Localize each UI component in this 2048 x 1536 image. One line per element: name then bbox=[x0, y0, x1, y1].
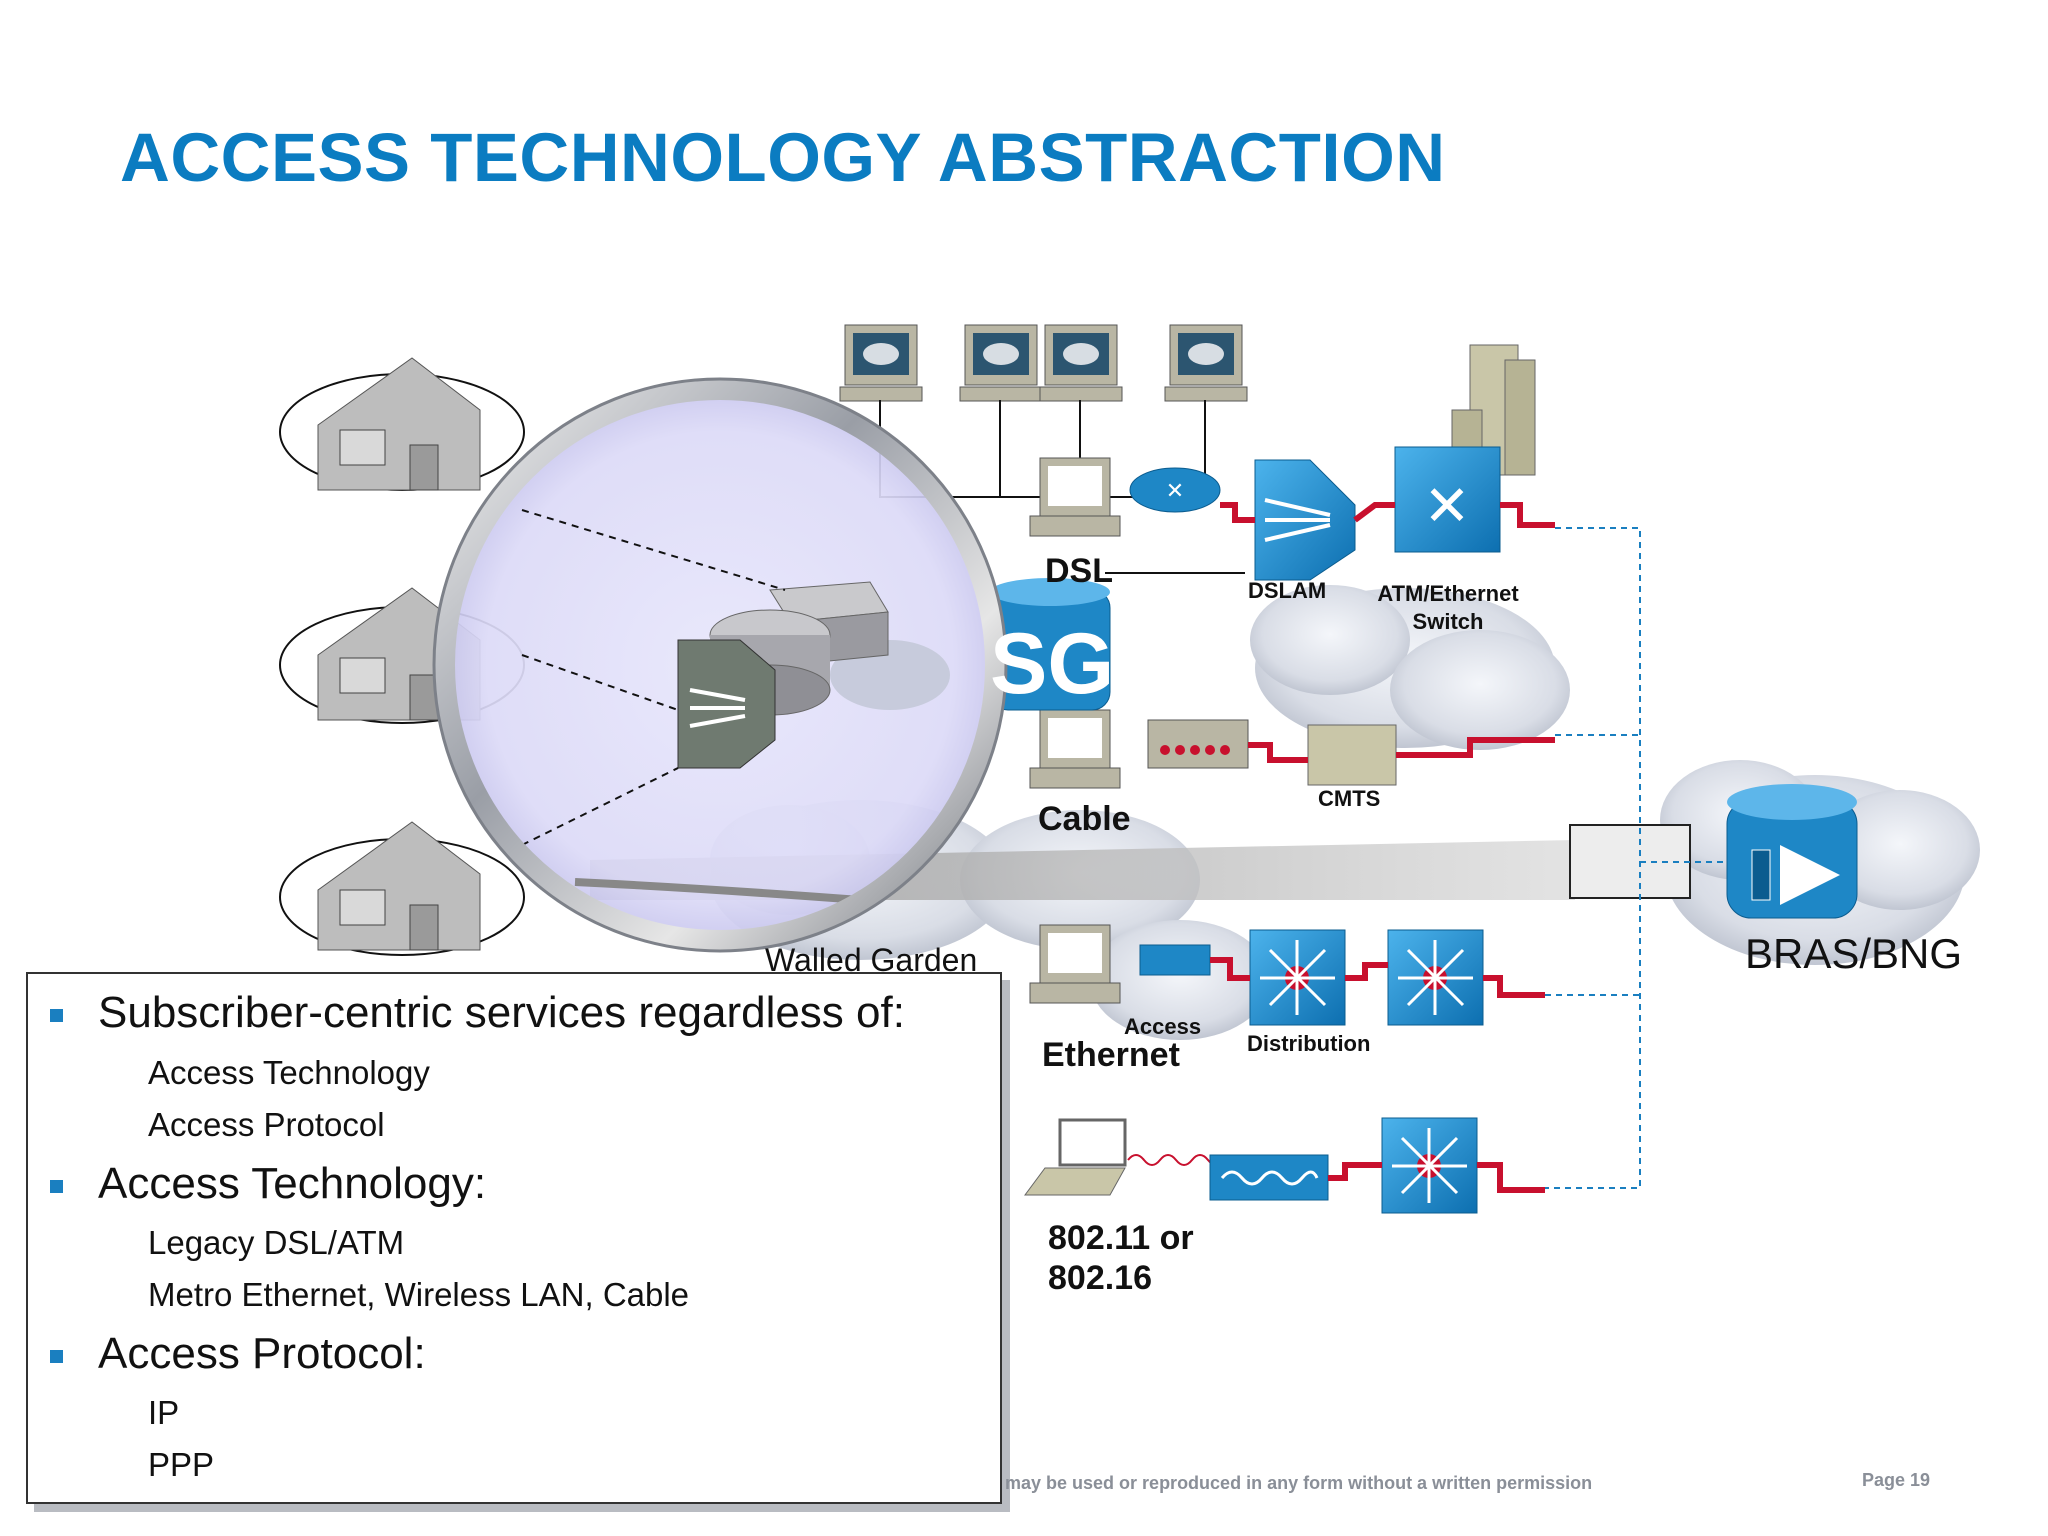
slide-title: ACCESS TECHNOLOGY ABSTRACTION bbox=[120, 119, 1446, 196]
cable-label: Cable bbox=[1038, 800, 1131, 838]
bullet-1-sub-1: Access Technology bbox=[148, 1054, 430, 1091]
dslam-icon bbox=[1254, 459, 1356, 581]
bullet-marker bbox=[50, 1009, 63, 1022]
cmts-icon bbox=[1307, 724, 1397, 786]
ssg-label: SG bbox=[990, 616, 1115, 712]
page-number: Page 19 bbox=[1862, 1470, 1931, 1490]
cable-modem-icon bbox=[1147, 719, 1249, 769]
cmts-label: CMTS bbox=[1318, 786, 1381, 811]
bullet-marker bbox=[50, 1180, 63, 1193]
ethernet-label: Ethernet bbox=[1042, 1036, 1180, 1074]
distribution-switch-icon-2 bbox=[1387, 929, 1484, 1026]
dashed-uplinks bbox=[1545, 527, 1730, 1189]
copyright-notice: may be used or reproduced in any form wi… bbox=[1005, 1473, 1593, 1493]
lens-dslam-icon bbox=[677, 639, 776, 769]
atm-switch-label: ATM/Ethernet Switch bbox=[1368, 580, 1528, 636]
bras-bng-icon bbox=[1726, 784, 1858, 919]
bras-bng-label: BRAS/BNG bbox=[1745, 930, 1963, 977]
dsl-pc-icon bbox=[1029, 457, 1121, 537]
ssg-router-icon bbox=[989, 578, 1111, 711]
wireless-label: 802.11 or 802.16 bbox=[1048, 1218, 1194, 1298]
bullet-2-sub-1: Legacy DSL/ATM bbox=[148, 1224, 405, 1261]
bullet-3-sub-1: IP bbox=[148, 1394, 180, 1431]
wireless-access-point-icon bbox=[1209, 1154, 1329, 1201]
access-switch-icon bbox=[1139, 944, 1211, 976]
cable-pc-icon bbox=[1029, 709, 1121, 789]
beam-box bbox=[1569, 824, 1691, 899]
atm-switch-label-line2: Switch bbox=[1412, 609, 1484, 634]
wireless-label-line2: 802.16 bbox=[1048, 1259, 1152, 1297]
dsl-label: DSL bbox=[1045, 552, 1113, 590]
dslam-label: DSLAM bbox=[1248, 578, 1327, 603]
office-building-icon bbox=[1451, 344, 1536, 476]
bullet-3: Access Protocol: bbox=[98, 1329, 426, 1378]
bullet-3-sub-2: PPP bbox=[148, 1446, 215, 1483]
bullet-1: Subscriber-centric services regardless o… bbox=[98, 988, 905, 1037]
distribution-switch-icon-3 bbox=[1381, 1117, 1478, 1214]
bullet-2-sub-2: Metro Ethernet, Wireless LAN, Cable bbox=[148, 1276, 690, 1313]
wireless-link bbox=[1127, 1154, 1225, 1166]
bullet-panel: Subscriber-centric services regardless o… bbox=[26, 972, 1002, 1504]
svg-text:✕: ✕ bbox=[1424, 474, 1471, 539]
magnifying-lens bbox=[432, 377, 1008, 953]
ethernet-pc-icon bbox=[1029, 924, 1121, 1004]
access-label: Access bbox=[1124, 1014, 1202, 1039]
bullet-2: Access Technology: bbox=[98, 1159, 487, 1208]
dsl-modem-router-icon: ✕ bbox=[1129, 467, 1221, 513]
svg-text:✕: ✕ bbox=[1166, 479, 1184, 504]
laptop-icon bbox=[1024, 1118, 1127, 1196]
server-pcs bbox=[839, 324, 1248, 402]
service-cloud bbox=[1250, 585, 1570, 750]
red-links bbox=[1210, 502, 1555, 1193]
atm-switch-label-line1: ATM/Ethernet bbox=[1377, 581, 1519, 606]
bullet-1-sub-2: Access Protocol bbox=[148, 1106, 385, 1143]
distribution-label: Distribution bbox=[1247, 1031, 1371, 1056]
atm-ethernet-switch-icon: ✕ bbox=[1394, 446, 1501, 553]
wireless-label-line1: 802.11 or bbox=[1048, 1219, 1194, 1257]
subscriber-house-3 bbox=[279, 821, 525, 956]
subscriber-house-1 bbox=[279, 357, 525, 491]
distribution-switch-icon-1 bbox=[1249, 929, 1346, 1026]
bullet-marker bbox=[50, 1350, 63, 1363]
